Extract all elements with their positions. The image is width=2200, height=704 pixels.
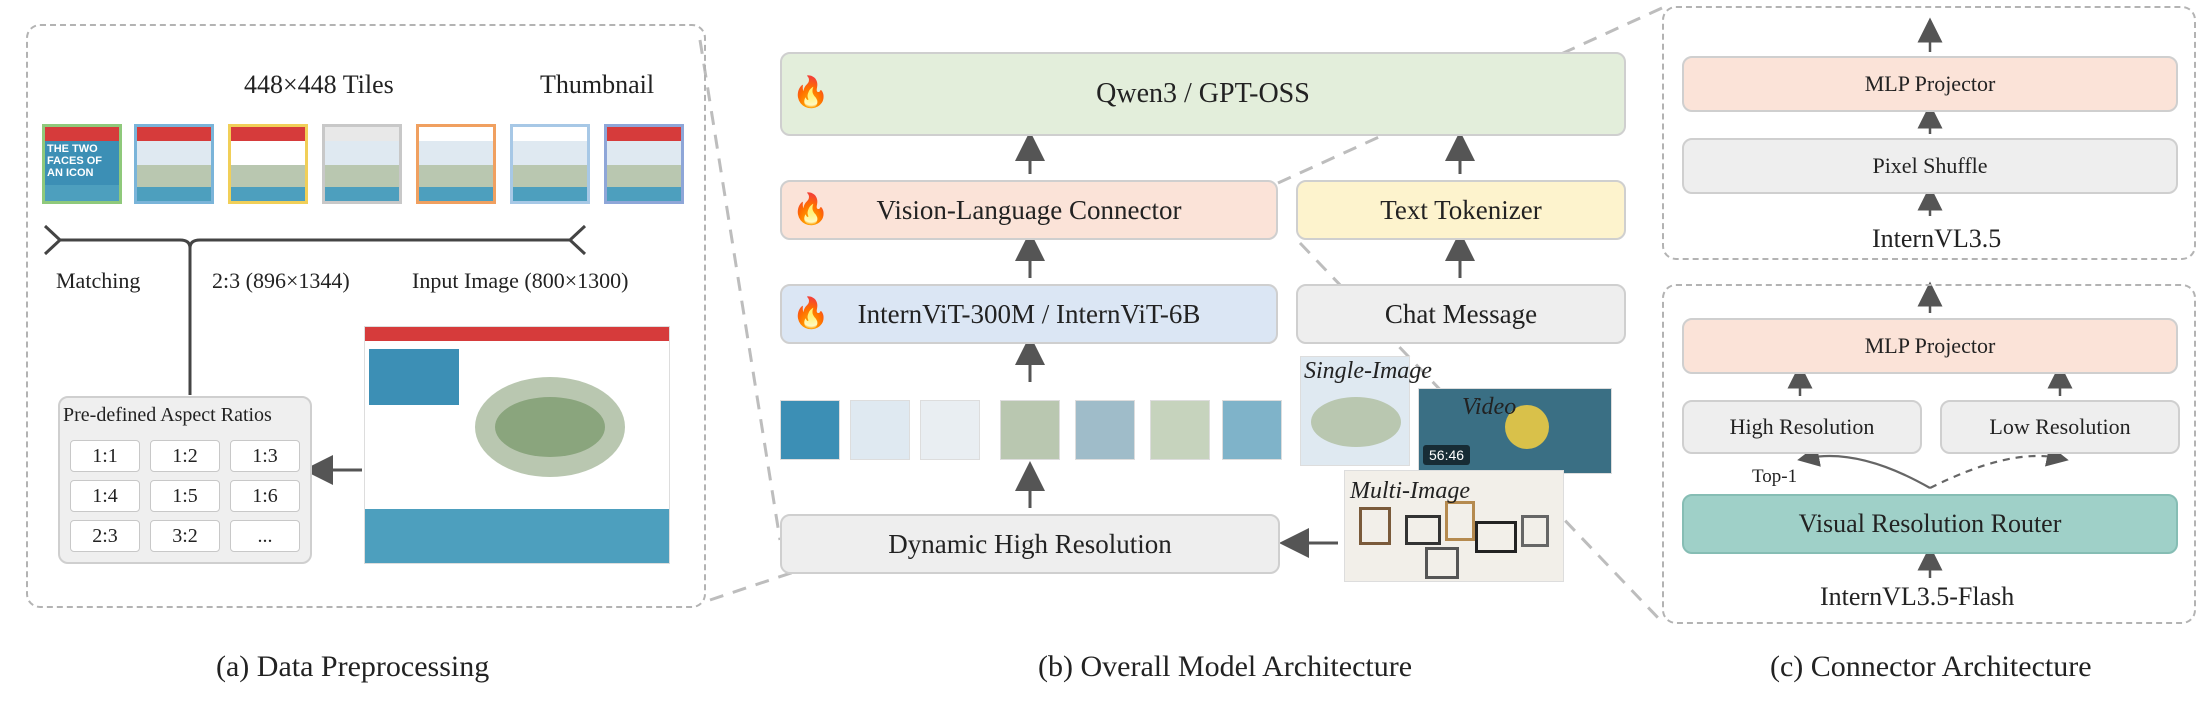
tile-thumb (1222, 400, 1282, 460)
tile-6 (510, 124, 590, 204)
dynamic-high-resolution-box: Dynamic High Resolution (780, 514, 1280, 574)
tiles-label: 448×448 Tiles (244, 70, 394, 99)
aspect-ratio-cell: 1:5 (150, 480, 220, 512)
tile-thumb (920, 400, 980, 460)
tile-thumb (850, 400, 910, 460)
internvl-label: InternVL3.5 (1872, 224, 2002, 253)
input-image (364, 326, 670, 564)
tile-3 (228, 124, 308, 204)
high-resolution-box: High Resolution (1682, 400, 1922, 454)
pixel-shuffle-box: Pixel Shuffle (1682, 138, 2178, 194)
video-label: Video (1462, 394, 1517, 420)
aspect-ratio-cell: 1:2 (150, 440, 220, 472)
tile-thumb (1000, 400, 1060, 460)
mlp-projector-bottom: MLP Projector (1682, 318, 2178, 374)
connector-box: Vision-Language Connector (780, 180, 1278, 240)
thumbnail-label: Thumbnail (540, 70, 655, 99)
tile-thumb (780, 400, 840, 460)
aspect-ratio-cell: 3:2 (150, 520, 220, 552)
multi-image-preview (1344, 470, 1564, 582)
matching-label: Matching (56, 268, 141, 293)
aspect-ratio-cell: ... (230, 520, 300, 552)
tile-headline: THE TWO FACES OF AN ICON (45, 141, 119, 185)
panel-c-top-frame (1662, 6, 2196, 260)
low-resolution-box: Low Resolution (1940, 400, 2180, 454)
aspect-ratio-cell: 1:4 (70, 480, 140, 512)
panel-a-caption: (a) Data Preprocessing (216, 650, 490, 683)
aspect-ratios-title: Pre-defined Aspect Ratios (63, 404, 272, 426)
aspect-ratio-cell: 1:3 (230, 440, 300, 472)
fire-icon: 🔥 (792, 297, 830, 330)
multi-image-label: Multi-Image (1350, 478, 1470, 504)
aspect-ratio-cell: 2:3 (70, 520, 140, 552)
fire-icon: 🔥 (792, 193, 830, 226)
aspect-ratio-cell: 1:1 (70, 440, 140, 472)
single-image-preview (1300, 356, 1410, 466)
input-image-label: Input Image (800×1300) (412, 268, 629, 293)
chat-message-box: Chat Message (1296, 284, 1626, 344)
vit-box: InternViT-300M / InternViT-6B (780, 284, 1278, 344)
panel-b-caption: (b) Overall Model Architecture (1038, 650, 1413, 683)
panel-c-bottom-frame (1662, 284, 2196, 624)
text-tokenizer-box: Text Tokenizer (1296, 180, 1626, 240)
top1-label: Top-1 (1752, 466, 1798, 487)
aspect-ratio-cell: 1:6 (230, 480, 300, 512)
panel-a-frame (26, 24, 706, 608)
video-time: 56:46 (1423, 445, 1471, 465)
tile-4 (322, 124, 402, 204)
tile-2 (134, 124, 214, 204)
internvl-flash-label: InternVL3.5-Flash (1820, 582, 2015, 611)
single-image-label: Single-Image (1304, 358, 1432, 384)
fire-icon: 🔥 (792, 76, 830, 109)
ratio-label: 2:3 (896×1344) (212, 268, 350, 293)
panel-c-caption: (c) Connector Architecture (1770, 650, 2092, 683)
video-preview: 56:46 (1418, 388, 1612, 474)
mlp-projector-top: MLP Projector (1682, 56, 2178, 112)
tile-1: THE TWO FACES OF AN ICON (42, 124, 122, 204)
thumbnail-tile (604, 124, 684, 204)
llm-box: Qwen3 / GPT-OSS (780, 52, 1626, 136)
tile-5 (416, 124, 496, 204)
visual-resolution-router-box: Visual Resolution Router (1682, 494, 2178, 554)
tile-thumb (1150, 400, 1210, 460)
tile-thumb (1075, 400, 1135, 460)
